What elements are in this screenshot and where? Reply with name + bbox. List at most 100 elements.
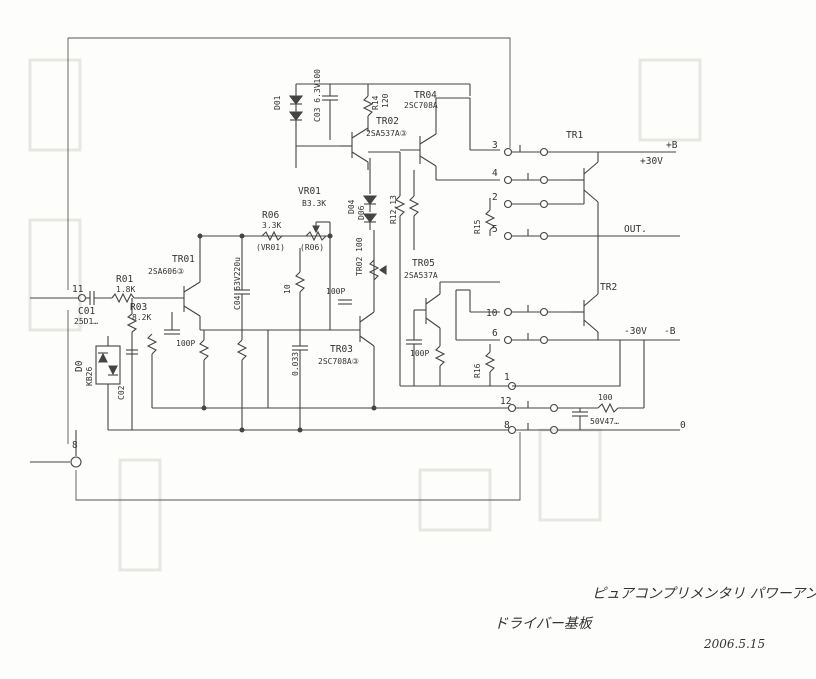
ground-buses: 8 [30,233,508,468]
label-minus-b: -B [664,326,676,337]
pin-6 [503,335,513,345]
pin-5 [503,231,513,241]
label-vr01-paren: (VR01) [256,243,285,252]
potentiometer-vr01 [305,230,327,242]
label-minus-30v: -30V [624,326,647,337]
pin-label-8b: 8 [504,420,510,431]
label-vr01: VR01 [298,186,321,197]
label-tr03-type: 2SC708A③ [318,357,359,366]
resistor-r17 [434,345,446,367]
resistor-r03 [126,313,138,333]
label-c04-value: C04 63V220u [233,257,242,310]
pin-label-1: 1 [504,372,510,383]
label-tr05-type: 2SA537A [404,271,438,280]
resistor-r16 [484,351,496,373]
label-r03-value: 8.2K [132,313,151,322]
connector-pins: 3 4 2 5 10 6 1 12 8 [486,140,517,435]
label-r14: R14 [371,95,380,110]
label-r10: 10 [283,284,292,294]
label-100p-2: 100P [410,349,429,358]
pin-label-8: 8 [72,440,78,451]
label-plus-30v: +30V [640,156,663,167]
resistor-r15 [484,209,496,231]
label-d0: D0 [74,360,85,372]
pin-10 [503,307,513,317]
led-diode-pair [95,345,121,385]
top-rail-section: D01 C03 6.3V100 R14 120 TR02 2SA537A③ [273,69,470,170]
resistor-r07 [236,339,248,361]
label-r16: R16 [473,363,482,378]
label-tr04-type: 2SC708A [404,101,438,110]
label-r12-13: R12,13 [389,195,398,224]
bias-network: R06 3.3K (VR01) (R06) VR01 B3.3K 10 0.03… [256,186,331,430]
label-r100: 100 [598,393,613,402]
label-d01: D01 [273,95,282,110]
pin-label-11: 11 [72,284,84,295]
output-transistor-tr1: TR1 [566,130,599,236]
label-r14-value: 120 [381,93,390,108]
pin-label-3: 3 [492,140,498,151]
label-tr02-val: TR02 100 [355,237,364,276]
resistor-r05 [198,339,210,361]
label-c01: C01 [78,306,95,317]
pin-12 [507,403,517,413]
label-d04: D04 [347,199,356,214]
label-tr05: TR05 [412,258,435,269]
transistor-tr03: TR03 2SC708A③ 100P TR02 100 [318,230,387,408]
resistor-r14 [362,95,374,117]
label-r01: R01 [116,274,133,285]
label-r15: R15 [473,219,482,234]
pin-label-6: 6 [492,328,498,339]
label-r06-paren: (R06) [300,243,324,252]
pin-label-5: 5 [492,224,498,235]
input-section: 11 C01 25D1… R01 1.8K R03 8.2K D0 KB26 C… [30,274,184,430]
label-tr2: TR2 [600,282,617,293]
ground-terminal-8 [70,456,82,468]
label-r01-value: 1.8K [116,285,135,294]
label-d06: D06 [357,205,366,220]
pin-8 [507,425,517,435]
emitter-resistors: R15 R16 [473,198,496,386]
label-r03: R03 [130,302,147,313]
input-terminal-11 [77,293,87,303]
label-plus-b: +B [666,140,678,151]
pin-label-12: 12 [500,396,511,407]
resistor-r01 [111,292,135,304]
output-transistor-tr2: TR2 [570,236,617,340]
transistor-tr01: TR01 2SA606③ 100P C04 63V220u [146,235,360,430]
label-c01-value: 25D1… [74,317,98,326]
transistor-tr04: TR04 2SC708A [400,84,500,181]
title-block: ピュアコンプリメンタリ パワーアンプ ドライバー基板 2006.5.15 [494,586,816,651]
label-c47: 50V47… [590,417,619,426]
pin-3 [503,147,513,157]
label-out: OUT. [624,224,647,235]
output-wiring [512,145,680,435]
label-tr01: TR01 [172,254,195,265]
title-line-1: ピュアコンプリメンタリ パワーアンプ [592,586,816,602]
pin-2 [503,199,513,209]
pin-4 [503,175,513,185]
label-c06: 100P [176,339,195,348]
label-vr01-value: B3.3K [302,199,326,208]
label-tr03: TR03 [330,344,353,355]
label-100p-1: 100P [326,287,345,296]
label-tr04: TR04 [414,90,437,101]
title-date: 2006.5.15 [703,637,765,651]
label-tr02: TR02 [376,116,399,127]
label-d0-value: KB26 [85,367,94,386]
pin-label-10: 10 [486,308,498,319]
label-r06: R06 [262,210,279,221]
resistor-r12 [394,195,406,217]
resistor-100 [597,402,619,414]
board-outline [67,37,521,501]
resistor-r10 [294,271,306,293]
label-r06-value: 3.3K [262,221,281,230]
diode-string-d04-d06: D04 D06 [347,158,378,230]
transistor-tr05: TR05 2SA537A 100P [400,258,508,387]
label-zero: 0 [680,420,686,431]
resistor-r13 [408,195,420,217]
label-tr01-type: 2SA606③ [148,267,184,276]
label-c0033: 0.033 [291,352,300,376]
